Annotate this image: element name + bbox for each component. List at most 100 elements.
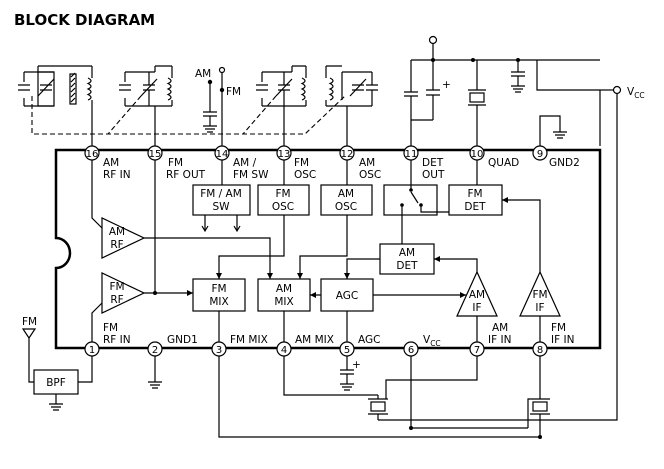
pin-3: 3 <box>211 341 227 357</box>
bpf-label: BPF <box>46 377 66 389</box>
svg-text:6: 6 <box>408 345 414 356</box>
pin-16: 16 <box>84 145 100 161</box>
bpf-block <box>33 369 79 395</box>
pin2-label: GND1 <box>167 334 198 346</box>
pin-11: 11 <box>403 145 419 161</box>
gang-tuning-line <box>31 95 346 135</box>
svg-text:2: 2 <box>152 345 158 356</box>
vcc-top-terminal: + <box>411 35 451 121</box>
svg-text:15: 15 <box>149 149 162 160</box>
svg-text:IF: IF <box>535 302 544 314</box>
svg-text:FM: FM <box>467 188 482 200</box>
pin-13: 13 <box>276 145 292 161</box>
svg-text:13: 13 <box>278 149 291 160</box>
am-det-block: AM DET <box>379 243 435 275</box>
svg-text:5: 5 <box>344 345 350 356</box>
svg-text:IF: IF <box>472 302 481 314</box>
svg-text:10: 10 <box>471 149 484 160</box>
svg-text:OSC: OSC <box>272 201 294 213</box>
svg-text:DET: DET <box>396 260 418 272</box>
svg-text:MIX: MIX <box>274 296 293 308</box>
vcc-label: VCC <box>627 86 645 100</box>
svg-text:AGC: AGC <box>336 290 358 302</box>
top-external-circuit: AM FM <box>18 35 645 421</box>
quad-resonator <box>468 60 486 146</box>
am-mix-block: AM MIX <box>257 278 311 312</box>
pin-8: 8 <box>532 341 548 357</box>
svg-text:1: 1 <box>89 345 95 356</box>
pin-1: 1 <box>84 341 100 357</box>
svg-text:14: 14 <box>216 149 229 160</box>
svg-text:16: 16 <box>86 149 99 160</box>
pin5-label: AGC <box>358 334 380 346</box>
pin-5: 5 <box>339 341 355 357</box>
fm-if-amp: FM IF <box>519 270 561 317</box>
agc-cap-plus: + <box>352 359 361 371</box>
am-osc-tank <box>325 65 378 146</box>
ic-outline <box>54 148 602 350</box>
pin14-label: AM /FM SW <box>233 157 269 181</box>
fm-osc-block: FM OSC <box>257 184 310 216</box>
antenna-icon <box>21 328 37 383</box>
svg-text:OSC: OSC <box>335 201 357 213</box>
bypass-capacitor <box>511 60 525 93</box>
diagram-title: BLOCK DIAGRAM <box>14 11 155 29</box>
det-switch-block <box>383 184 438 216</box>
am-rf-amp: AM RF <box>101 217 146 259</box>
fm-det-block: FM DET <box>448 184 503 216</box>
svg-text:MIX: MIX <box>209 296 228 308</box>
svg-text:3: 3 <box>216 345 222 356</box>
svg-text:AM: AM <box>276 283 292 295</box>
det-out-capacitor <box>404 59 600 146</box>
pin6-label: VCC <box>423 334 441 348</box>
pin-10: 10 <box>469 145 485 161</box>
svg-text:AM: AM <box>469 289 485 301</box>
svg-text:RF: RF <box>110 239 123 251</box>
svg-text:FM: FM <box>532 289 547 301</box>
pin10-label: QUAD <box>488 157 519 169</box>
pin-14: 14 <box>214 145 230 161</box>
fm-am-sw-block: FM / AM SW <box>192 184 251 216</box>
svg-text:FM: FM <box>109 281 124 293</box>
switch-fm-label: FM <box>226 86 241 98</box>
top-pins: 16 15 14 13 12 11 10 9 <box>84 145 548 161</box>
fm-rf-tank <box>119 65 173 146</box>
vcc-cap-plus: + <box>442 79 451 91</box>
pin9-label: GND2 <box>549 157 580 169</box>
svg-text:FM / AM: FM / AM <box>200 188 242 200</box>
vcc-terminal <box>612 85 622 95</box>
internal-wiring <box>91 160 541 342</box>
pin-7: 7 <box>469 341 485 357</box>
svg-text:9: 9 <box>537 149 543 160</box>
pin4-label: AM MIX <box>295 334 334 346</box>
antenna-label: FM <box>22 316 37 328</box>
svg-text:4: 4 <box>281 345 287 356</box>
svg-text:RF: RF <box>110 294 123 306</box>
svg-text:12: 12 <box>341 149 354 160</box>
pin-2: 2 <box>147 341 163 357</box>
svg-text:AM: AM <box>338 188 354 200</box>
vcc-line <box>536 60 601 146</box>
svg-text:7: 7 <box>474 345 480 356</box>
svg-text:AM: AM <box>109 226 125 238</box>
fm-mix-block: FM MIX <box>192 278 246 312</box>
svg-text:AM: AM <box>399 247 415 259</box>
fm-rf-amp: FM RF <box>101 272 146 314</box>
svg-text:DET: DET <box>464 201 486 213</box>
pin-6: 6 <box>403 341 419 357</box>
pin-12: 12 <box>339 145 355 161</box>
bottom-external-circuit: FM BPF + <box>21 316 550 439</box>
svg-text:11: 11 <box>405 149 418 160</box>
switch-am-label: AM <box>195 68 211 80</box>
